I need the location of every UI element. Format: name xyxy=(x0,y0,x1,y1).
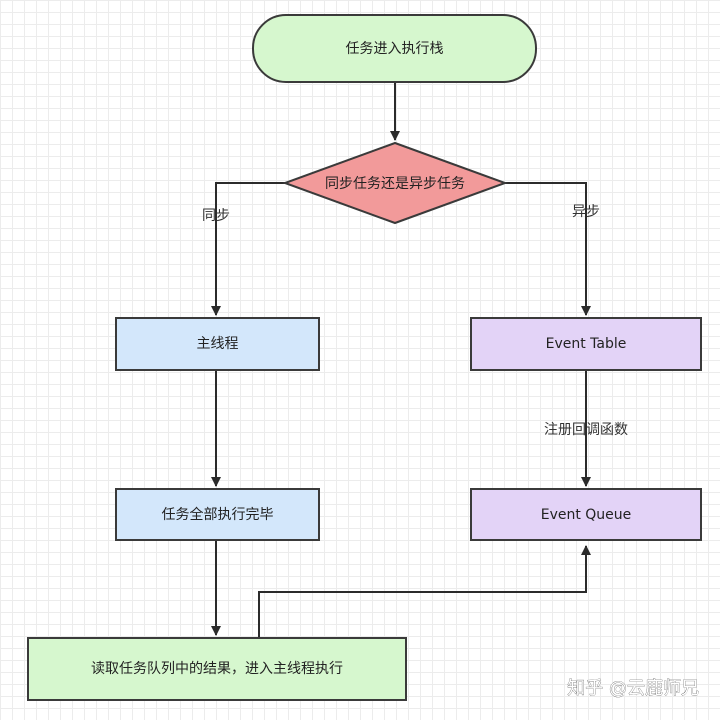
node-start-label: 任务进入执行栈 xyxy=(346,41,444,57)
node-tasks-done-shape xyxy=(115,488,320,541)
node-tasks-done-label: 任务全部执行完毕 xyxy=(162,506,274,523)
edge-read-queue-to-event-queue xyxy=(258,545,591,638)
node-event-table: Event Table xyxy=(470,317,702,371)
node-event-table-label: Event Table xyxy=(546,336,627,352)
node-event-queue-shape xyxy=(470,488,702,541)
node-main-thread-label: 主线程 xyxy=(197,336,239,352)
node-main-thread-shape xyxy=(115,317,320,371)
edge-label-sync: 同步 xyxy=(202,208,230,224)
node-event-table-shape xyxy=(470,317,702,371)
node-decision-shape xyxy=(282,141,508,225)
node-decision: 同步任务还是异步任务 xyxy=(282,141,508,225)
flowchart-edges xyxy=(211,82,591,638)
edge-label-async: 异步 xyxy=(572,204,600,220)
node-read-queue: 读取任务队列中的结果，进入主线程执行 xyxy=(27,637,407,701)
edge-decision-to-event-table xyxy=(505,182,591,316)
node-decision-label: 同步任务还是异步任务 xyxy=(325,176,465,192)
node-start-shape xyxy=(252,14,537,83)
watermark-text: 知乎 @云鹿师兄 xyxy=(567,678,699,699)
edge-decision-to-main-thread xyxy=(211,182,285,316)
node-tasks-done: 任务全部执行完毕 xyxy=(115,488,320,541)
node-read-queue-label: 读取任务队列中的结果，进入主线程执行 xyxy=(91,660,343,677)
node-event-queue: Event Queue xyxy=(470,488,702,541)
node-start: 任务进入执行栈 xyxy=(252,14,537,83)
node-main-thread: 主线程 xyxy=(115,317,320,371)
node-event-queue-label: Event Queue xyxy=(541,507,632,523)
edge-label-register: 注册回调函数 xyxy=(544,422,628,438)
node-read-queue-shape xyxy=(27,637,407,701)
